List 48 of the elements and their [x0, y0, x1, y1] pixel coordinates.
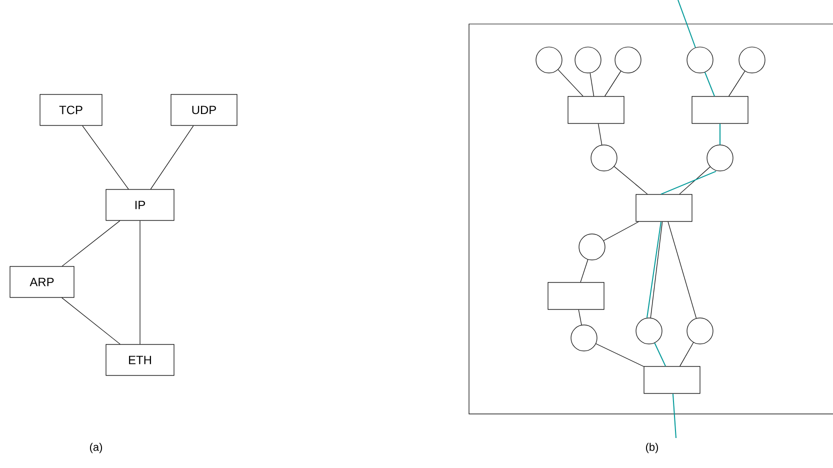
connector-line: [650, 221, 663, 318]
protocol-box: ETH: [106, 344, 174, 376]
connector-line: [558, 69, 584, 96]
circle: [578, 234, 606, 260]
circle: [536, 46, 562, 74]
route-line: [678, 0, 696, 48]
route-line: [654, 342, 666, 367]
route-line: [660, 170, 716, 195]
circle: [686, 318, 714, 344]
circle: [686, 46, 714, 74]
connector-line: [668, 221, 697, 319]
connector-line: [150, 126, 194, 190]
connector-line: [596, 343, 644, 367]
circle: [570, 324, 598, 352]
route-line: [646, 221, 662, 318]
connector-line: [82, 126, 129, 190]
connector-line: [578, 309, 582, 326]
route-line: [672, 393, 676, 438]
connector-line: [62, 297, 120, 344]
box: [548, 282, 604, 310]
connector-line: [62, 220, 120, 266]
frame: [468, 24, 833, 414]
protocol-box: TCP: [40, 94, 102, 126]
connector-line: [679, 166, 710, 194]
connector-line: [590, 72, 594, 96]
circle: [614, 46, 642, 74]
connector-line: [580, 259, 588, 282]
box: [692, 96, 748, 124]
connector-line: [614, 166, 648, 194]
box: [636, 194, 692, 222]
panel-label: (b): [646, 442, 658, 454]
panel-label: (a): [90, 442, 102, 454]
circle: [706, 144, 734, 172]
protocol-box: IP: [106, 189, 174, 221]
connector-line: [680, 342, 694, 366]
protocol-box: ARP: [10, 266, 74, 298]
circle: [574, 46, 602, 74]
connector-line: [598, 124, 602, 146]
box: [644, 366, 700, 394]
circle: [636, 318, 662, 344]
protocol-box: UDP: [170, 94, 238, 126]
route-line: [704, 72, 715, 97]
circle: [590, 144, 618, 172]
circle: [738, 46, 766, 74]
connector-line: [604, 70, 622, 96]
box: [568, 96, 624, 124]
connector-line: [603, 221, 639, 241]
connector-line: [728, 70, 746, 96]
